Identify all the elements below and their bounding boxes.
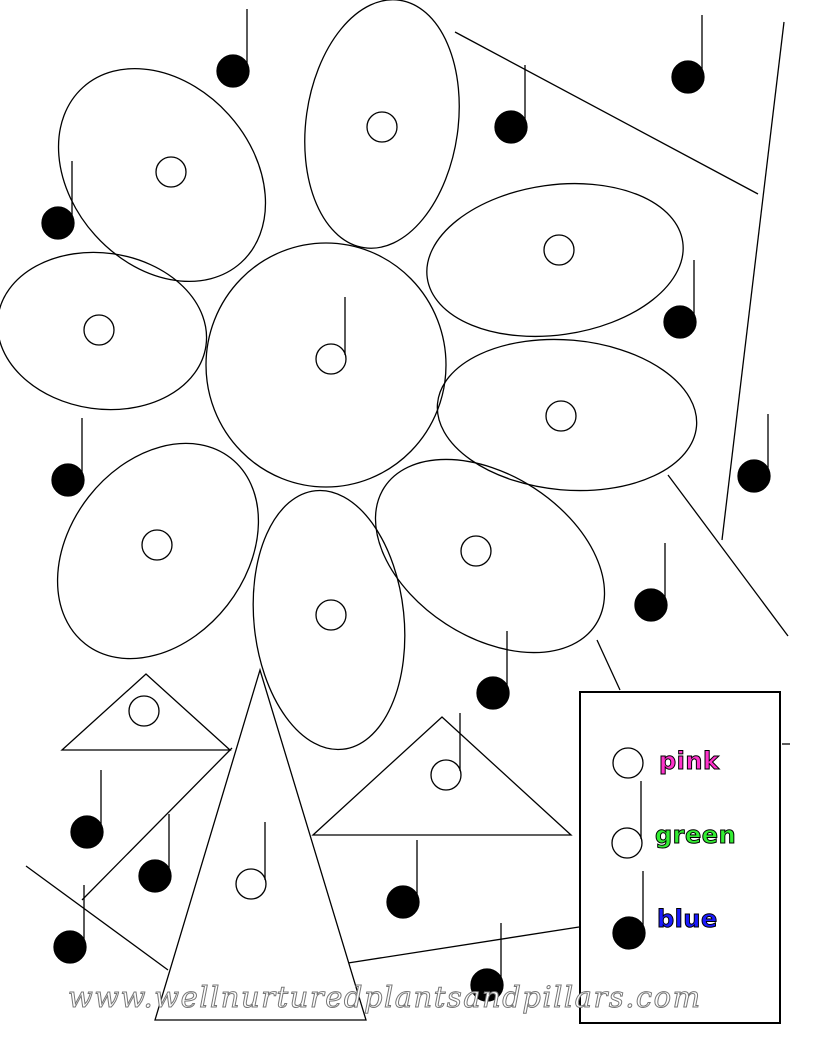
petal [374,458,606,654]
quarter-note-icon [737,414,771,493]
quarter-note-icon [216,9,250,88]
triangle-tall-stem [154,667,367,1021]
legend-label-blue: blue [657,905,718,934]
quarter-note-icon [470,923,504,1002]
music-notes [41,9,771,1002]
petal [252,489,406,751]
triangles [60,667,573,1021]
rest-circle-icon [545,400,577,432]
quarter-note-icon [663,260,697,339]
quarter-note-icon [612,871,646,950]
legend-label-pink: pink [658,747,720,776]
petal [436,338,698,492]
petal [426,182,684,338]
petals [0,0,698,751]
legend-label-green: green [654,821,737,850]
quarter-note-icon [634,543,668,622]
half-note-icon [611,781,643,859]
quarter-note-icon [476,631,510,710]
half-note-icon [235,822,267,900]
quarter-note-icon [41,161,75,240]
rest-circle-icon [155,156,187,188]
petal [0,251,208,411]
rest-circle-icon [366,111,398,143]
quarter-note-icon [671,15,705,94]
flower-center [205,242,447,488]
petal [304,0,460,249]
petal [56,442,260,660]
website-watermark: www.wellnurturedplantsandpillars.com [68,980,702,1015]
quarter-note-icon [494,65,528,144]
half-note-icon [430,713,462,791]
quarter-note-icon [51,418,85,497]
rest-circle-icon [543,234,575,266]
rest-circle-icon [83,314,115,346]
rest-circle-icon [612,747,644,779]
legend-symbols [611,747,646,950]
triangle-small-left [60,673,232,751]
quarter-note-icon [138,814,172,893]
quarter-note-icon [70,770,104,849]
quarter-note-icon [53,885,87,964]
color-key-legend: pink green blue [579,691,781,1024]
triangle-right [311,716,573,836]
rest-circle-icon [315,599,347,631]
rest-circle-icon [128,695,160,727]
rest-circle-icon [460,535,492,567]
half-note-icon [315,297,347,375]
quarter-note-icon [386,840,420,919]
petal [57,67,267,283]
background-lines [25,21,790,971]
rest-circle-icon [141,529,173,561]
